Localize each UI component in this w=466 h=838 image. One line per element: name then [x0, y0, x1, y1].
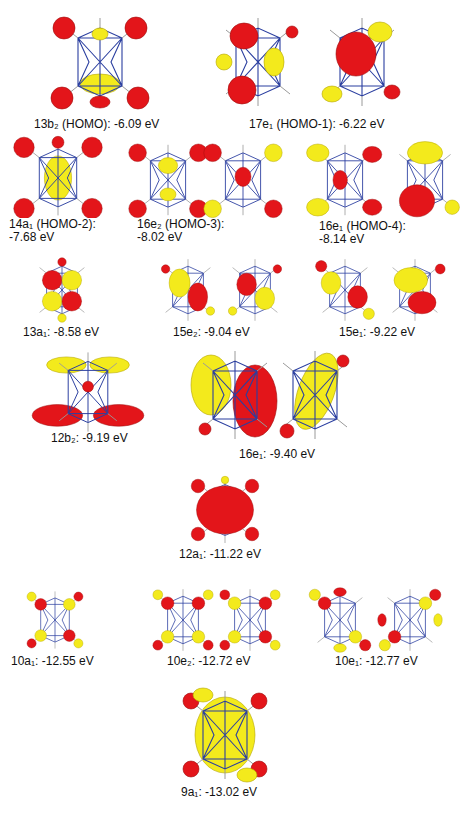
orbital-caption: 12a₁: -11.22 eV	[178, 548, 262, 561]
orbital-caption: 16e₂ (HOMO-3): -8.02 eV	[136, 218, 234, 244]
orbital-caption: 15e₂: -9.04 eV	[172, 326, 251, 339]
orbital-caption: 17e₁ (HOMO-1): -6.22 eV	[248, 118, 385, 131]
orbital-caption: 13a₁: -8.58 eV	[22, 326, 100, 339]
orbital-caption: 10e₁: -12.77 eV	[334, 655, 419, 668]
orbital-caption: 12b₂: -9.19 eV	[50, 432, 129, 445]
orbital-caption: 10a₁: -12.55 eV	[10, 655, 95, 668]
orbital-caption: 15e₁: -9.22 eV	[338, 326, 416, 339]
orbital-caption: 10e₂: -12.72 eV	[166, 655, 251, 668]
orbital-caption: 14a₁ (HOMO-2): -7.68 eV	[8, 218, 102, 244]
orbital-caption: 13b₂ (HOMO): -6.09 eV	[33, 118, 160, 131]
orbital-caption: 9a₁: -13.02 eV	[180, 786, 258, 799]
orbital-caption: 16e₁: -9.40 eV	[238, 448, 316, 461]
orbital-caption: 16e₁ (HOMO-4): -8.14 eV	[318, 220, 422, 246]
